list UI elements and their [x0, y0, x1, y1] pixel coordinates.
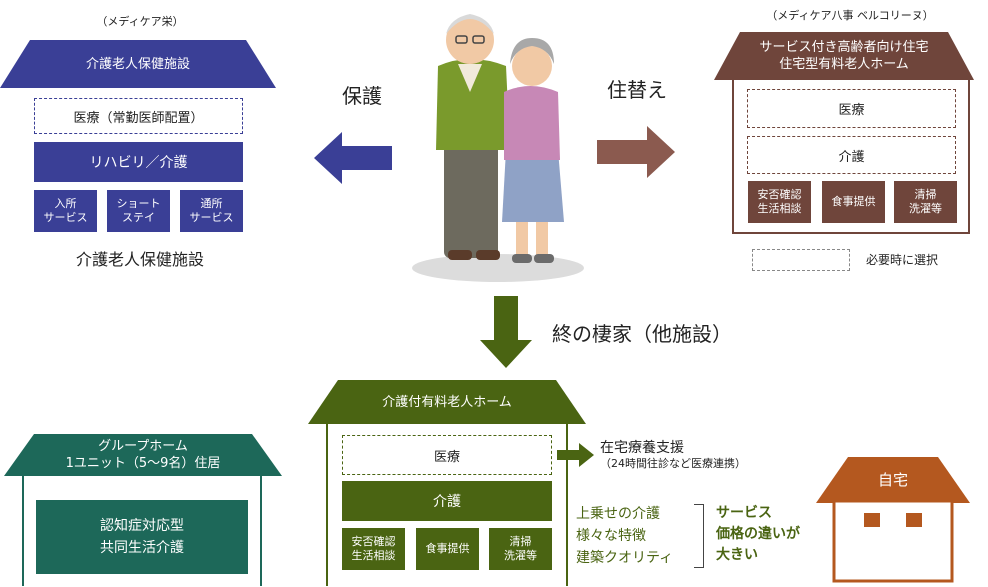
- group-home-roof: グループホーム 1ユニット（5～9名）住居: [4, 434, 282, 476]
- right-medical-label: 医療: [838, 103, 865, 118]
- move-label: 住替え: [607, 77, 667, 102]
- center-service-2: 食事提供: [416, 528, 479, 570]
- left-roof-title: 介護老人保健施設: [85, 56, 190, 72]
- group-home-content: 認知症対応型 共同生活介護: [36, 500, 248, 574]
- left-rehab-box: リハビリ／介護: [34, 142, 243, 182]
- feature-item-2: 様々な特徴: [576, 528, 646, 544]
- legend-dashed-box: [752, 249, 850, 271]
- feature-item-3: 建築クオリティ: [576, 550, 674, 566]
- protect-arrow-icon: [314, 130, 394, 186]
- center-care-label: 介護: [433, 494, 461, 510]
- home-label: 自宅: [877, 470, 908, 489]
- center-roof-title: 介護付有料老人ホーム: [382, 394, 512, 410]
- move-arrow-icon: [597, 124, 677, 180]
- center-medical-box: 医療: [342, 435, 552, 475]
- left-caption-bottom: 介護老人保健施設: [75, 250, 204, 269]
- home-care-label: 在宅療養支援: [600, 440, 684, 456]
- right-care-label: 介護: [838, 149, 865, 165]
- features-list: 上乗せの介護 様々な特徴 建築クオリティ: [576, 503, 696, 569]
- group-home-title-2: 1ユニット（5～9名）住居: [65, 456, 221, 471]
- legend-label: 必要時に選択: [866, 253, 939, 267]
- left-service-1: 入所 サービス: [34, 190, 97, 232]
- center-care-box: 介護: [342, 481, 552, 521]
- right-medical-box: 医療: [747, 89, 956, 128]
- left-roof: 介護老人保健施設: [0, 40, 276, 88]
- final-label: 終の棲家（他施設）: [552, 322, 732, 346]
- protect-label: 保護: [342, 83, 382, 108]
- home-care-sub: （24時間往診など医療連携）: [600, 457, 746, 470]
- right-roof-titles: サービス付き高齢者向け住宅 住宅型有料老人ホーム: [714, 32, 974, 80]
- center-service-1: 安否確認 生活相談: [342, 528, 405, 570]
- group-home-title-1: グループホーム: [98, 439, 188, 454]
- left-service-3: 通所 サービス: [180, 190, 243, 232]
- price-note: サービス 価格の違いが 大きい: [716, 505, 800, 563]
- center-roof: 介護付有料老人ホーム: [308, 380, 586, 424]
- feature-item-1: 上乗せの介護: [576, 506, 660, 522]
- center-medical-label: 医療: [433, 449, 460, 465]
- right-service-3: 清掃 洗濯等: [894, 181, 957, 223]
- features-bracket: [694, 504, 704, 568]
- left-rehab-label: リハビリ／介護: [89, 155, 188, 171]
- final-arrow-icon: [478, 296, 534, 370]
- home-icon: [814, 455, 972, 583]
- right-service-2: 食事提供: [822, 181, 885, 223]
- right-roof: サービス付き高齢者向け住宅 住宅型有料老人ホーム: [714, 32, 974, 80]
- home-care-arrow-icon: [557, 442, 595, 468]
- left-medical-label: 医療（常勤医師配置）: [73, 110, 204, 126]
- left-caption-top: （メディケア栄）: [96, 15, 184, 28]
- right-service-1: 安否確認 生活相談: [748, 181, 811, 223]
- right-roof-title-2: 住宅型有料老人ホーム: [779, 57, 909, 72]
- center-service-3: 清掃 洗濯等: [489, 528, 552, 570]
- elderly-couple-illustration: [408, 0, 588, 282]
- left-service-2: ショート ステイ: [107, 190, 170, 232]
- right-care-box: 介護: [747, 136, 956, 174]
- right-roof-title-1: サービス付き高齢者向け住宅: [759, 40, 929, 55]
- group-home-roof-titles: グループホーム 1ユニット（5～9名）住居: [4, 434, 282, 476]
- left-medical-box: 医療（常勤医師配置）: [34, 98, 243, 134]
- right-caption-top: （メディケア八事 ベルコリーヌ）: [766, 9, 934, 22]
